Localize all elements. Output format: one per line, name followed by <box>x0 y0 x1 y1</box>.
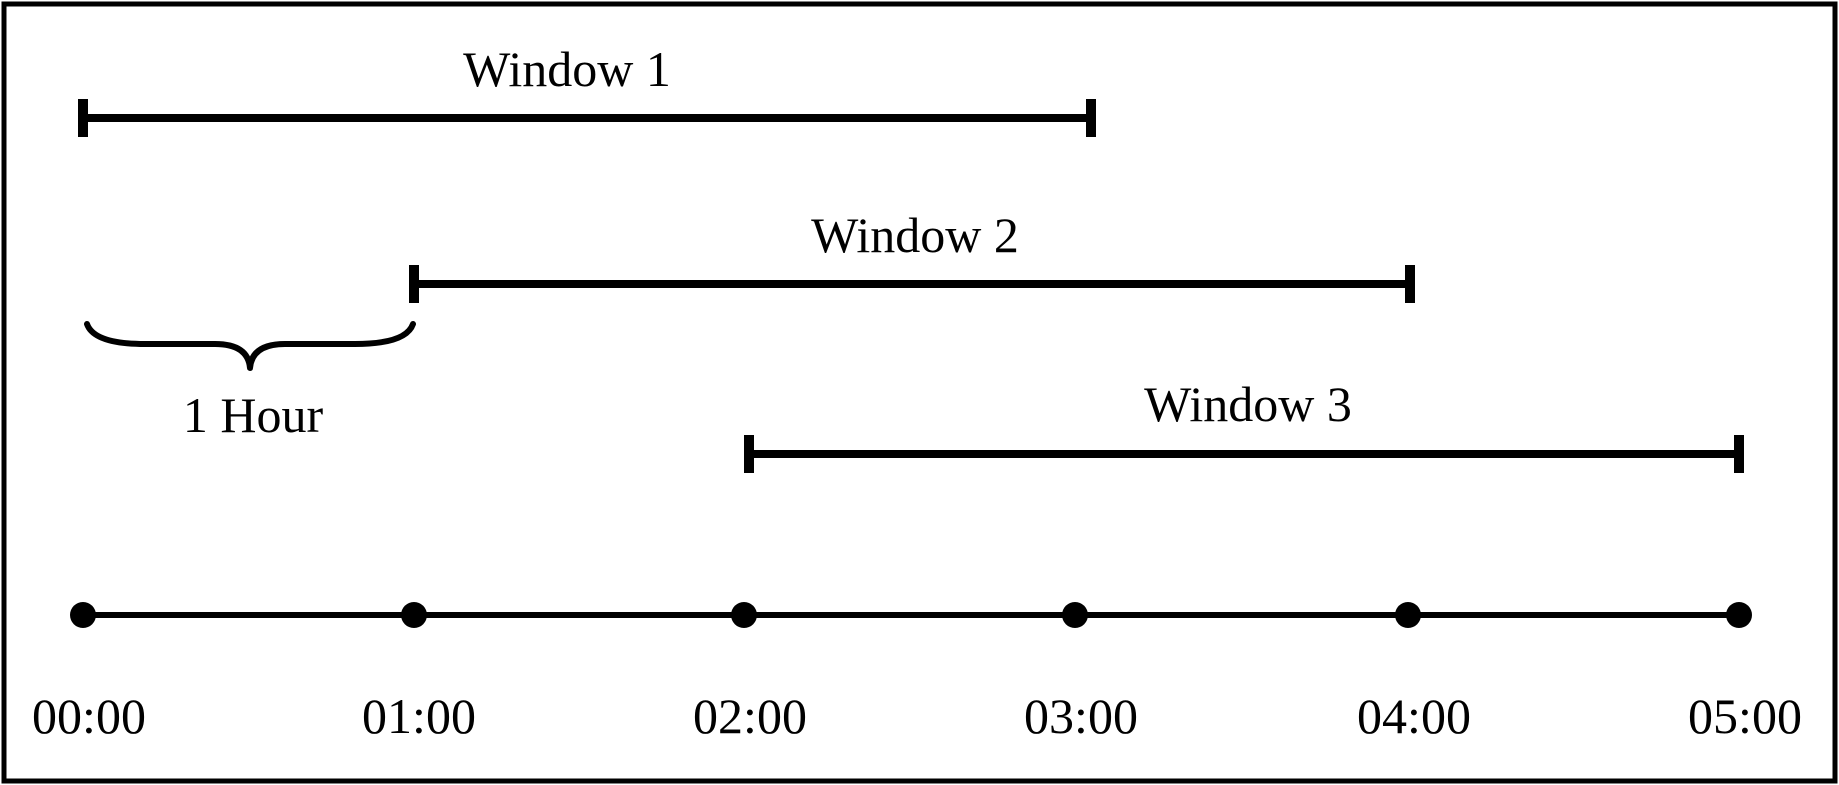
timeline-point-0500 <box>1726 602 1752 628</box>
timeline-point-0100 <box>401 602 427 628</box>
window-2: Window 2 <box>409 207 1415 303</box>
tick-label-0300: 03:00 <box>1024 688 1138 744</box>
tick-label-0500: 05:00 <box>1688 688 1802 744</box>
tick-label-0100: 01:00 <box>362 688 476 744</box>
timeline-point-0000 <box>70 602 96 628</box>
tick-label-0200: 02:00 <box>693 688 807 744</box>
tick-label-0400: 04:00 <box>1357 688 1471 744</box>
timeline-point-0300 <box>1062 602 1088 628</box>
window-1: Window 1 <box>78 41 1096 137</box>
window-3: Window 3 <box>744 376 1744 473</box>
timeline-point-0200 <box>731 602 757 628</box>
timeline-point-0400 <box>1395 602 1421 628</box>
timeline: 00:00 01:00 02:00 03:00 04:00 05:00 <box>32 602 1802 744</box>
curly-brace-icon <box>84 321 416 371</box>
window-3-label: Window 3 <box>1144 376 1352 432</box>
one-hour-brace: 1 Hour <box>84 321 416 443</box>
one-hour-label: 1 Hour <box>183 387 324 443</box>
window-2-label: Window 2 <box>811 207 1019 263</box>
tick-label-0000: 00:00 <box>32 688 146 744</box>
window-1-label: Window 1 <box>463 41 671 97</box>
